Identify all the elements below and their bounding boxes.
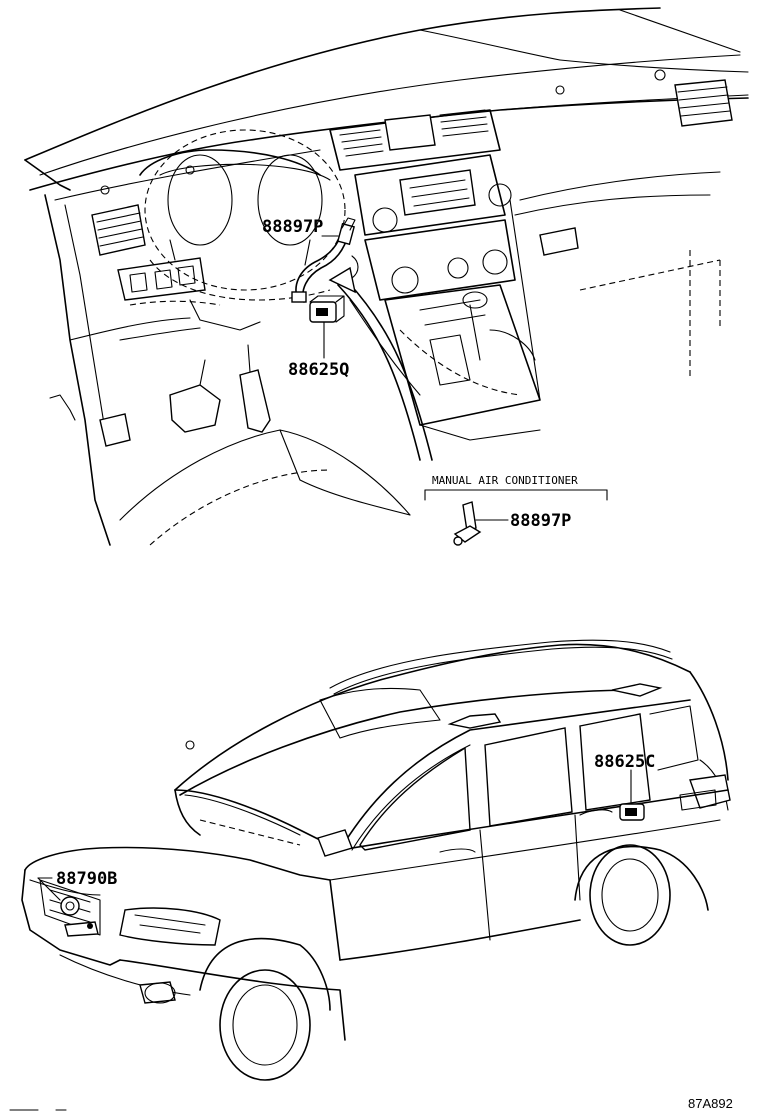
rear-sensor-icon <box>619 803 645 821</box>
part-label-88897p-top: 88897P <box>262 217 323 237</box>
figure-reference: 87A892 <box>688 1096 733 1111</box>
front-sensor-icon <box>60 896 99 937</box>
dashboard-illustration <box>24 7 749 546</box>
part-label-88897p-inset: 88897P <box>510 511 571 531</box>
part-label-88625c: 88625C <box>594 752 655 772</box>
sensor-icon <box>309 295 345 323</box>
aspirator-hose-inset-icon <box>453 501 509 546</box>
aspirator-hose-icon <box>291 217 359 303</box>
suv-illustration <box>21 639 731 1081</box>
part-label-88625q: 88625Q <box>288 360 349 380</box>
manual-ac-inset <box>424 489 608 546</box>
manual-ac-title: MANUAL AIR CONDITIONER <box>432 474 578 487</box>
part-label-88790b: 88790B <box>56 869 117 889</box>
